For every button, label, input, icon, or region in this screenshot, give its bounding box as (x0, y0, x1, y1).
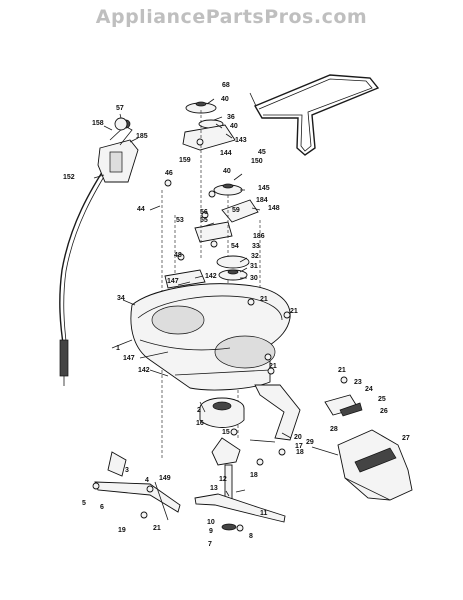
control-cable (59, 159, 114, 386)
part-label: 40 (221, 96, 229, 103)
part-label: 145 (258, 185, 270, 192)
part-label: 17 (295, 443, 303, 450)
blade-spindle (194, 437, 286, 531)
fasteners (92, 138, 348, 532)
part-label: 57 (116, 105, 124, 112)
part-label: 29 (306, 439, 314, 446)
part-label: 46 (165, 170, 173, 177)
part-label: 149 (159, 475, 171, 482)
part-label: 18 (250, 472, 258, 479)
part-label: 142 (205, 273, 217, 280)
part-label: 21 (269, 363, 277, 370)
part-label: 26 (380, 408, 388, 415)
part-label: 40 (230, 123, 238, 130)
part-label: 31 (250, 263, 258, 270)
part-label: 32 (251, 253, 259, 260)
part-label: 8 (249, 533, 253, 540)
part-label: 7 (208, 541, 212, 548)
knob (114, 117, 128, 131)
part-label: 186 (253, 233, 265, 240)
part-label: 147 (123, 355, 135, 362)
leader-lines (93, 98, 339, 497)
part-label: 54 (231, 243, 239, 250)
part-label: 11 (260, 510, 268, 517)
part-label: 152 (63, 174, 75, 181)
part-label: 159 (179, 157, 191, 164)
part-label: 25 (378, 396, 386, 403)
part-label: 9 (209, 528, 213, 535)
part-label: 20 (294, 434, 302, 441)
drive-belt (249, 74, 380, 156)
part-label: 19 (118, 527, 126, 534)
part-label: 18 (296, 449, 304, 456)
part-label: 53 (176, 217, 184, 224)
part-label: 144 (220, 150, 232, 157)
part-label: 44 (137, 206, 145, 213)
part-label: 13 (210, 485, 218, 492)
part-label: 21 (290, 308, 298, 315)
part-label: 12 (219, 476, 227, 483)
part-label: 55 (200, 217, 208, 224)
part-label: 5 (82, 500, 86, 507)
mower-deck (130, 283, 291, 391)
part-label: 184 (256, 197, 268, 204)
part-label: 142 (138, 367, 150, 374)
part-label: 147 (167, 278, 179, 285)
discharge-chute (324, 394, 413, 501)
deck-stabilizer (249, 384, 301, 443)
part-label: 185 (136, 133, 148, 140)
spindle-housing (199, 397, 245, 428)
part-label: 27 (402, 435, 410, 442)
front-hanger-bracket (94, 451, 181, 521)
part-label: 21 (260, 296, 268, 303)
part-label: 2 (197, 407, 201, 414)
part-label: 148 (268, 205, 280, 212)
part-label: 45 (258, 149, 266, 156)
part-label: 1 (116, 345, 120, 352)
part-label: 34 (117, 295, 125, 302)
part-label: 150 (251, 158, 263, 165)
part-label: 6 (100, 504, 104, 511)
part-label: 28 (330, 426, 338, 433)
part-label: 59 (232, 207, 240, 214)
part-label: 23 (354, 379, 362, 386)
part-label: 143 (235, 137, 247, 144)
part-label: 33 (252, 243, 260, 250)
part-label: 40 (223, 168, 231, 175)
part-label: 158 (92, 120, 104, 127)
lift-lever-bracket (97, 119, 139, 183)
part-label: 68 (222, 82, 230, 89)
part-label: 10 (207, 519, 215, 526)
part-label: 56 (200, 209, 208, 216)
part-label: 30 (250, 275, 258, 282)
part-label: 3 (125, 467, 129, 474)
part-label: 4 (145, 477, 149, 484)
watermark-logo: AppliancePartsPros.com (95, 6, 368, 28)
part-label: 48 (174, 252, 182, 259)
upper-idler-assembly (182, 101, 259, 243)
part-label: 15 (222, 429, 230, 436)
part-label: 36 (227, 114, 235, 121)
part-label: 21 (153, 525, 161, 532)
part-label: 16 (196, 420, 204, 427)
part-label: 24 (365, 386, 373, 393)
part-label: 21 (338, 367, 346, 374)
